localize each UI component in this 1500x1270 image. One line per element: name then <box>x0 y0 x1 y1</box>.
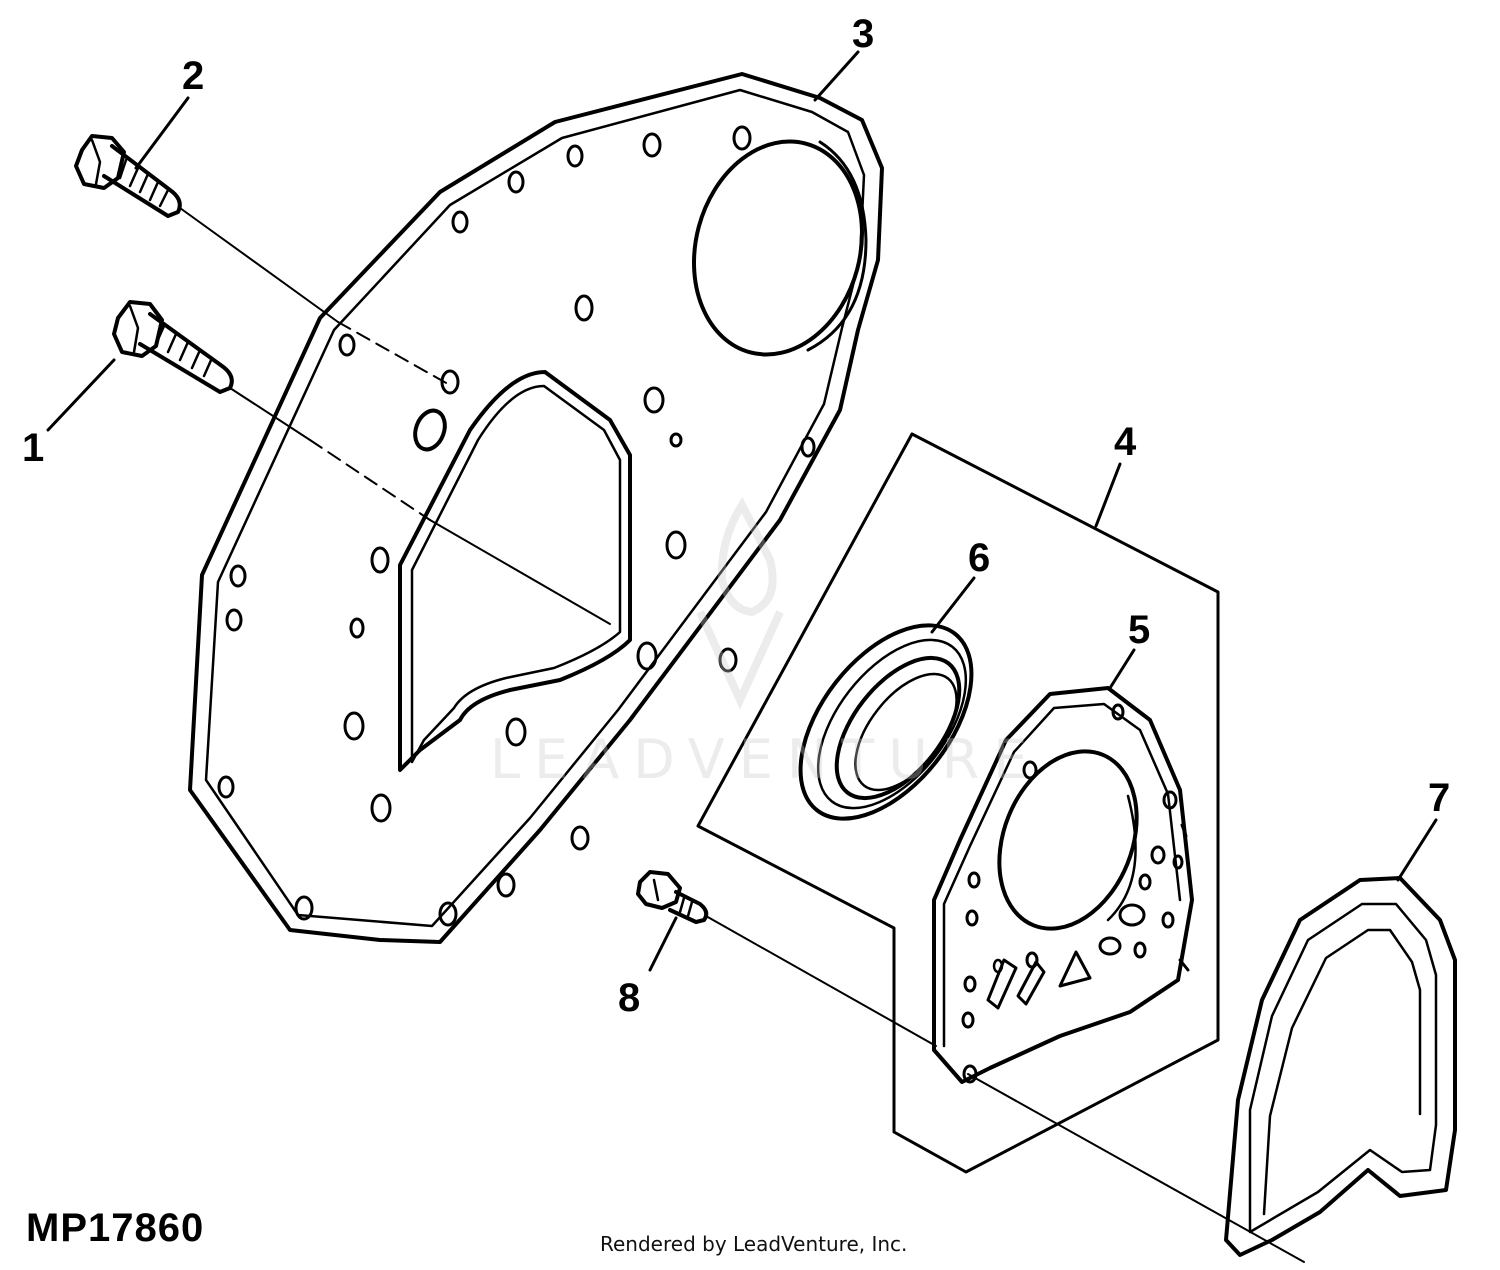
callout-leaders <box>48 52 1436 970</box>
credit-text: Rendered by LeadVenture, Inc. <box>600 1232 908 1256</box>
callout-6: 6 <box>968 536 991 580</box>
callout-3: 3 <box>852 12 875 56</box>
bolt-part-8 <box>638 872 706 922</box>
kit-outline-part-4 <box>698 434 1218 1172</box>
callout-2: 2 <box>182 54 205 98</box>
watermark-text: LEADVENTURE <box>490 728 1042 791</box>
callout-5: 5 <box>1128 608 1151 652</box>
callout-7: 7 <box>1428 776 1451 820</box>
watermark-logo <box>700 505 780 700</box>
figure-code: MP17860 <box>26 1206 205 1250</box>
callout-4: 4 <box>1114 420 1137 464</box>
bolt-part-2 <box>76 136 180 216</box>
back-plate-part-3 <box>190 74 885 942</box>
callout-8: 8 <box>618 976 641 1020</box>
housing-part-5 <box>934 688 1192 1082</box>
bolt-guide-lines <box>180 208 610 624</box>
callout-1: 1 <box>22 426 45 470</box>
bolt-part-1 <box>114 302 232 392</box>
gasket-part-7 <box>1226 878 1455 1255</box>
bolt-8-guide-lines <box>706 916 1304 1262</box>
seal-part-6 <box>767 594 1006 849</box>
